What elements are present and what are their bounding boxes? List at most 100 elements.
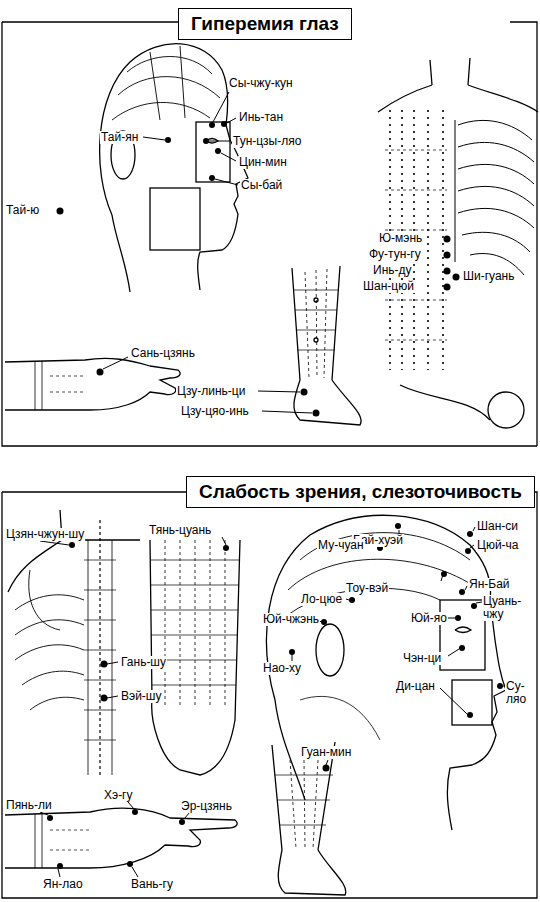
point-label: Гуан-мин [300, 746, 352, 759]
figure-line [5, 808, 237, 868]
acupoint-dot [179, 819, 185, 825]
leader-line [258, 391, 312, 413]
point-label: Хэ-гу [103, 789, 134, 802]
point-label: Эр-цзянь [180, 800, 233, 813]
leader-line [103, 357, 128, 369]
acupoint-dot [215, 148, 221, 154]
acupoint-dot [455, 615, 461, 621]
figure-line [165, 540, 225, 705]
point-label: Сы-бай [240, 179, 283, 192]
acupoint-dot [97, 369, 104, 376]
point-label: Ян-Бай [468, 578, 511, 591]
acupoint-dot [69, 542, 75, 548]
acupoint [444, 236, 460, 291]
region-box [452, 680, 492, 725]
leader-line [222, 537, 226, 545]
point-label: Шан-цюй [362, 280, 415, 293]
figure-line [272, 742, 346, 895]
figure-line [40, 541, 118, 698]
figure-line [2, 492, 537, 898]
acupoint-dot [444, 236, 451, 243]
hand-figure [5, 808, 237, 868]
point-label: Инь-тан [238, 111, 284, 124]
acupoint-dot [459, 589, 465, 595]
acupoint-dot [453, 274, 460, 281]
figure-line [84, 560, 116, 740]
acupoint-dot [321, 619, 327, 625]
figure-line [400, 385, 490, 420]
leader-line [40, 802, 190, 877]
figure-line [294, 290, 338, 350]
acupoint-dot [467, 531, 473, 537]
figure-line [15, 595, 84, 710]
acupoint-dot [209, 122, 215, 128]
back-figure [8, 510, 140, 775]
ear-outline [316, 624, 344, 676]
figure-line [378, 58, 538, 112]
acupoint-dot [165, 137, 171, 143]
point-label: Ю-мэнь [378, 232, 423, 245]
acupoint-dot [101, 695, 108, 702]
point-label: Фу-тун-гу [368, 248, 422, 261]
point-label: Цюй-ча [476, 539, 520, 552]
acupoint [97, 369, 104, 376]
point-label: Шан-си [476, 520, 519, 533]
point-label: Су-ляо [505, 680, 535, 706]
figure-line [258, 391, 312, 413]
acupoint-dot [467, 712, 473, 718]
figure-line [292, 527, 509, 714]
head-profile [100, 44, 248, 292]
region-box [440, 600, 485, 670]
point-label: Гань-шу [120, 656, 167, 669]
acupoint-dot [471, 603, 477, 609]
point-label: Нао-ху [262, 662, 302, 675]
figure-line [458, 120, 534, 275]
acupoint-dot [289, 649, 295, 655]
figure-line [305, 269, 327, 378]
point-label: Цин-мин [238, 156, 288, 169]
figure-line [455, 120, 456, 262]
acupoint-dot [221, 121, 227, 127]
figure-line [275, 775, 333, 825]
figure-line [35, 361, 42, 410]
point-label: Инь-ду [372, 264, 413, 277]
acupoint-dot [444, 252, 451, 259]
point-label: Тун-цзы-ляо [232, 135, 302, 148]
acupoint-dot [349, 597, 355, 603]
region-box [150, 188, 200, 250]
leader-line [143, 92, 238, 185]
point-label: Сы-чжу-кун [228, 77, 294, 90]
title-text: Слабость зрения, слезоточивость [199, 481, 522, 502]
figure-line [40, 802, 190, 877]
title-box: Слабость зрения, слезоточивость [186, 476, 535, 508]
point-label: Пянь-ли [5, 799, 53, 812]
point-label: Тай-ян [100, 131, 139, 144]
acupoint [47, 809, 185, 869]
figure-line [103, 357, 128, 369]
torso-figure [378, 58, 538, 428]
acupoint-dot [444, 268, 451, 275]
figure-line [282, 533, 480, 620]
point-label: Вань-гу [130, 878, 174, 891]
point-label: Цзу-линь-ци [176, 385, 246, 398]
point-label: Цзян-чжун-шу [5, 528, 85, 541]
figure-line [29, 570, 60, 630]
acupoint-dot [444, 284, 451, 291]
leader-line [40, 541, 118, 698]
point-label: Тоу-вэй [345, 582, 389, 595]
point-label: Цзу-цяо-инь [180, 405, 250, 418]
title-box: Гиперемия глаз [178, 8, 352, 40]
acupoint-dot [223, 545, 229, 551]
figure-line [267, 515, 506, 830]
figure-line [222, 537, 226, 545]
region-box [196, 122, 230, 182]
leg-figure [292, 266, 361, 425]
acupoint-dot [465, 548, 471, 554]
figure-line [5, 358, 180, 410]
head-profile [267, 515, 506, 830]
acupoint-dot [203, 138, 209, 144]
acupoint-dot [314, 298, 318, 302]
acupoint-dot [47, 815, 53, 821]
figure-line [50, 830, 90, 850]
figure-line [326, 760, 328, 765]
